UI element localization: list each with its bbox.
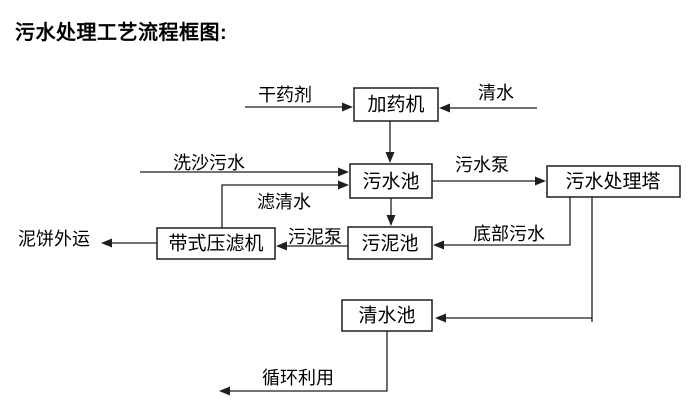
mud-cake-outbound-label: 泥饼外运 xyxy=(18,229,90,249)
sludge-pool-box xyxy=(347,226,433,260)
node-sewage-pool: 污水池 xyxy=(349,163,433,199)
node-dosing-machine: 加药机 xyxy=(353,87,439,122)
dry-chemical-label: 干药剂 xyxy=(258,85,312,105)
sludge-pool-label: 污泥池 xyxy=(361,233,418,255)
node-sewage-treatment-tower: 污水处理塔 xyxy=(546,165,681,198)
bottom-sewage-arrow xyxy=(433,197,571,250)
clean-water-pool-label: 清水池 xyxy=(358,305,415,327)
dosing-machine-box xyxy=(353,87,439,122)
sewage-pool-box xyxy=(349,163,433,199)
dosing-machine-label: 加药机 xyxy=(367,94,424,116)
belt-filter-press-box xyxy=(156,227,276,260)
sewage-treatment-tower-box xyxy=(546,165,681,198)
clean-water-pool-box xyxy=(341,299,433,332)
recycling-arrow xyxy=(219,331,388,396)
filtered-water-label: 滤清水 xyxy=(257,192,311,212)
node-sludge-pool: 污泥池 xyxy=(347,226,433,260)
tower-to-clean-pool-arrow xyxy=(435,197,593,323)
sewage-pool-label: 污水池 xyxy=(362,171,419,193)
sludge-pump-label: 污泥泵 xyxy=(288,227,342,247)
recycling-label: 循环利用 xyxy=(262,368,334,388)
clean-water-label: 清水 xyxy=(478,83,514,103)
sewage-treatment-tower-label: 污水处理塔 xyxy=(565,171,660,193)
sand-washing-sewage-label: 洗沙污水 xyxy=(173,153,245,173)
bottom-sewage-label: 底部污水 xyxy=(473,224,545,244)
node-belt-filter-press: 带式压滤机 xyxy=(156,227,276,260)
diagram-title: 污水处理工艺流程框图: xyxy=(15,22,228,44)
filtered-water-arrow xyxy=(221,180,349,228)
belt-filter-press-label: 带式压滤机 xyxy=(168,233,263,255)
sewage-pump-label: 污水泵 xyxy=(455,155,509,175)
node-clean-water-pool: 清水池 xyxy=(341,299,433,332)
